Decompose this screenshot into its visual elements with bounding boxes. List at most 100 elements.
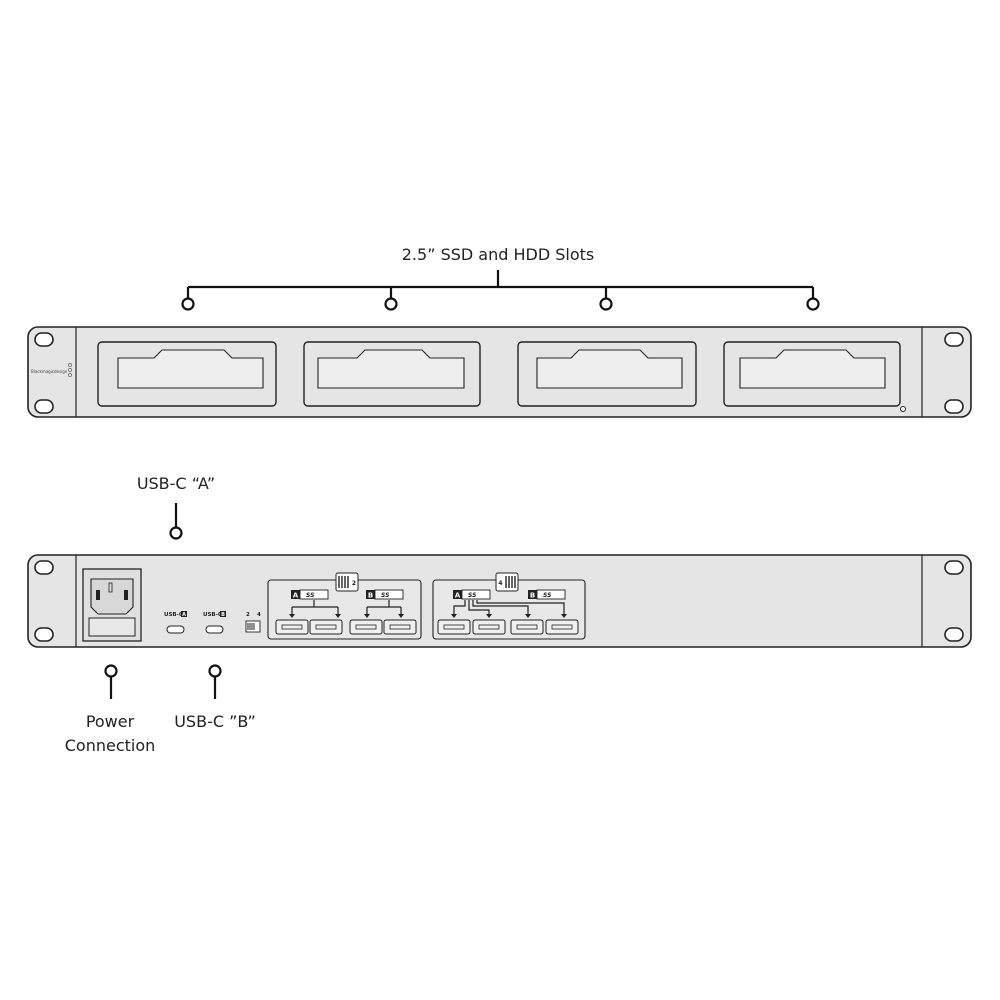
group-badge-b-text: B [368, 592, 373, 600]
power-pin-icon [96, 590, 100, 600]
group-badge-a-text: A [293, 592, 299, 600]
group-badge-b-text: B [530, 592, 535, 600]
slot-callout-dot [806, 297, 820, 311]
usb-c-a-port[interactable]: USB-C A [164, 611, 187, 634]
power-socket-icon [90, 578, 134, 615]
brand-mark-icon [68, 368, 72, 372]
usb-a-callout-dot [169, 526, 183, 540]
slot-callout-dot [599, 297, 613, 311]
usb-a-port-icon[interactable] [349, 619, 383, 635]
usb-a-port-icon[interactable] [275, 619, 309, 635]
mounting-hole-icon [944, 627, 964, 642]
slot-callout-dot [181, 297, 195, 311]
usb-a-port-icon[interactable] [309, 619, 343, 635]
usb-b-port-label: USB-C [203, 612, 222, 618]
drive-slot-1[interactable] [97, 341, 277, 407]
usb-a-port-slot [355, 624, 377, 630]
drive-slot-handle [536, 349, 683, 389]
drive-slot-handle [117, 349, 264, 389]
drive-slot-handle [317, 349, 465, 389]
power-inlet[interactable] [82, 568, 142, 642]
drive-slot-2[interactable] [303, 341, 481, 407]
routing-lines [366, 600, 402, 615]
usb-a-port-badge [181, 611, 187, 617]
drive-slot-4[interactable] [723, 341, 901, 407]
usb-logo-icon [536, 589, 566, 600]
drive-slot-handle [739, 349, 886, 389]
group-badge-a [453, 590, 462, 599]
usb-a-port-icon[interactable] [383, 619, 417, 635]
usb-a-port-icon[interactable] [437, 619, 471, 635]
usb-b-callout-dot [208, 664, 222, 678]
routing-lines [291, 600, 339, 615]
brand-mark-icon [68, 373, 72, 377]
usb-c-port-icon[interactable] [205, 625, 224, 634]
brand-logo-text: Blackmagicdesign [31, 369, 68, 374]
power-label-line1: Power [86, 712, 135, 731]
mounting-hole-icon [944, 560, 964, 575]
usb-b-port-badge-text: B [221, 612, 225, 618]
rear-panel: USB-C A USB-C B 2 4 2 A SS [27, 554, 972, 648]
group-badge-a [291, 590, 300, 599]
mode-switch[interactable]: 2 4 [245, 612, 261, 633]
usb-b-label: USB-C ”B” [174, 712, 256, 731]
dip-switch-ridges [247, 623, 255, 630]
usb-a-port-slot [389, 624, 411, 630]
usb-a-callout: USB-C “A” [137, 474, 215, 540]
usb-b-port-badge [220, 611, 226, 617]
usb-logo-text: SS [306, 592, 314, 599]
switch-label-4: 4 [257, 612, 261, 618]
usb-logo-icon [374, 589, 404, 600]
usb-b-callout: USB-C ”B” [174, 664, 256, 731]
usb-a-port-slot [478, 624, 500, 630]
usb-a-port-icon[interactable] [472, 619, 506, 635]
group-switch-ridges [338, 576, 349, 588]
usb-logo-icon [461, 589, 491, 600]
usb-a-port-icon[interactable] [545, 619, 579, 635]
mounting-hole-icon [34, 627, 54, 642]
usb-a-port-slot [443, 624, 465, 630]
usb-logo-text: SS [543, 592, 551, 599]
group-right-number: 4 [498, 580, 502, 587]
usb-a-port-slot [281, 624, 303, 630]
slots-label: 2.5” SSD and HDD Slots [402, 245, 594, 264]
power-label-line2: Connection [65, 736, 156, 755]
mounting-hole-icon [944, 332, 964, 347]
usb-a-port-badge-text: A [182, 612, 186, 618]
mounting-hole-icon [944, 399, 964, 414]
usb-a-port-slot [516, 624, 538, 630]
power-pin-icon [124, 590, 128, 600]
port-group-right: 4 A SS B SS [432, 572, 586, 640]
usb-a-port-label: USB-C [164, 612, 183, 618]
mounting-hole-icon [34, 399, 54, 414]
brand-mark-icon [68, 363, 72, 367]
power-callout: Power Connection [65, 664, 156, 755]
mounting-hole-icon [34, 332, 54, 347]
slot-callout-dot [384, 297, 398, 311]
power-fuse-icon [88, 617, 136, 637]
front-panel: Blackmagicdesign [27, 326, 972, 418]
group-badge-a-text: A [455, 592, 461, 600]
usb-a-label: USB-C “A” [137, 474, 215, 493]
power-pin-icon [108, 582, 113, 593]
port-group-left: 2 A SS B SS [267, 572, 422, 640]
slots-callout: 2.5” SSD and HDD Slots [181, 245, 820, 311]
routing-lines [453, 600, 565, 615]
slots-leader-line [186, 270, 815, 298]
dip-switch-icon[interactable] [245, 620, 261, 633]
usb-c-port-icon[interactable] [166, 625, 185, 634]
mounting-hole-icon [34, 560, 54, 575]
usb-logo-icon [299, 589, 329, 600]
switch-label-2: 2 [246, 612, 250, 618]
group-switch-ridges [505, 576, 516, 588]
usb-c-b-port[interactable]: USB-C B [203, 611, 226, 634]
usb-a-port-slot [551, 624, 573, 630]
group-left-number: 2 [352, 580, 356, 587]
power-callout-dot [104, 664, 118, 678]
usb-logo-text: SS [468, 592, 476, 599]
group-badge-b [366, 590, 375, 599]
drive-slot-3[interactable] [517, 341, 697, 407]
usb-a-port-icon[interactable] [510, 619, 544, 635]
usb-a-port-slot [315, 624, 337, 630]
